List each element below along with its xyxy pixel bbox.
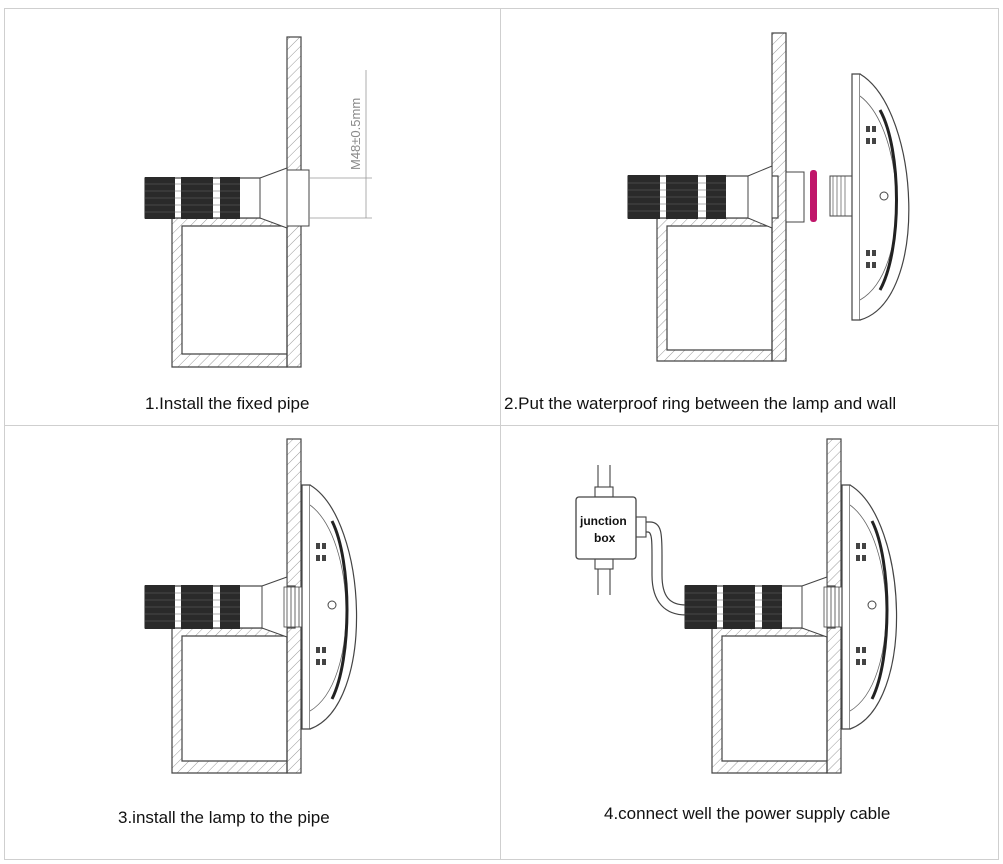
step-2-caption: 2.Put the waterproof ring between the la…	[504, 394, 897, 413]
niche-box	[656, 217, 773, 362]
step-3-caption: 3.install the lamp to the pipe	[118, 808, 330, 827]
diagram-grid-frame	[4, 8, 999, 860]
pipe-flange	[261, 576, 288, 638]
niche-box	[711, 627, 828, 774]
dimension-marker	[309, 70, 372, 219]
junction-box-label-line2: box	[594, 531, 616, 545]
step-4-panel: junction box	[500, 425, 1003, 864]
pipe-flange	[801, 576, 828, 638]
step-4-drawing: junction box	[575, 438, 898, 774]
step-4-caption: 4.connect well the power supply cable	[604, 804, 891, 823]
lamp-stem	[823, 586, 843, 628]
step-1-panel: M48±0.5mm 1.Install the fixed pipe	[0, 0, 500, 425]
waterproof-ring	[810, 170, 817, 222]
grid-divider-horizontal	[4, 425, 999, 426]
pipe-flange	[259, 167, 288, 229]
pipe-flange	[747, 165, 773, 229]
step-2-drawing	[627, 32, 910, 362]
junction-cable	[594, 465, 647, 595]
step-3-drawing	[144, 438, 358, 774]
dimension-label: M48±0.5mm	[348, 98, 363, 170]
step-1-drawing: M48±0.5mm	[144, 36, 372, 368]
lamp-stem	[283, 586, 303, 628]
junction-box-label-line1: junction	[579, 514, 627, 528]
lamp	[841, 484, 898, 730]
lamp	[301, 484, 358, 730]
step-2-panel: 2.Put the waterproof ring between the la…	[500, 0, 1003, 425]
niche-box	[171, 217, 288, 368]
niche-box	[171, 627, 288, 774]
step-3-panel: 3.install the lamp to the pipe	[0, 425, 500, 864]
grid-divider-vertical	[500, 8, 501, 860]
lamp	[851, 73, 910, 321]
step-1-caption: 1.Install the fixed pipe	[145, 394, 310, 413]
junction-box	[575, 496, 637, 560]
power-cable	[640, 521, 687, 606]
